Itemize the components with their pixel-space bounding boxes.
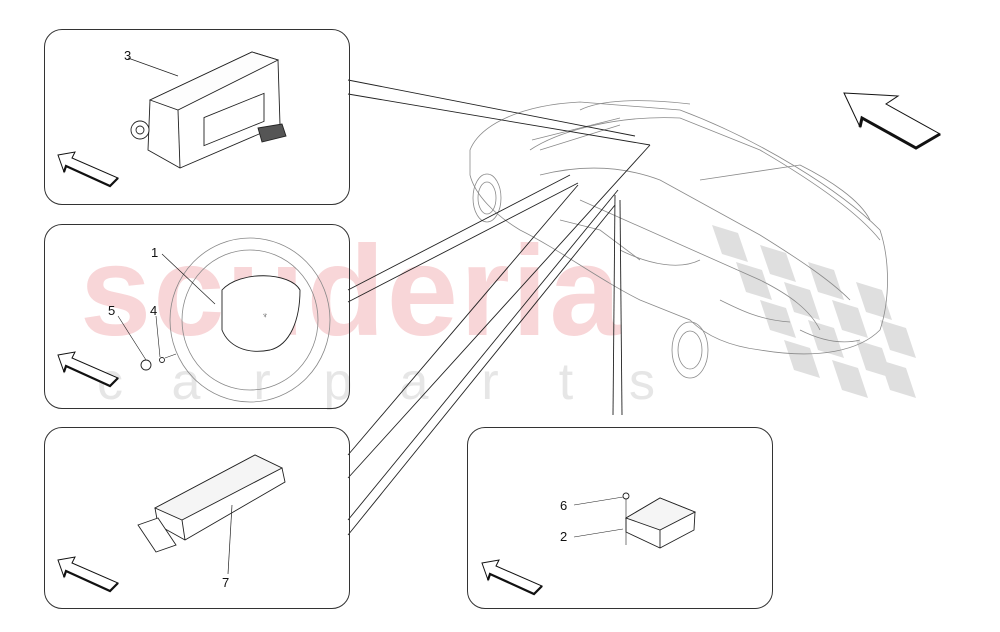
knee-airbag-drawing bbox=[137, 454, 286, 575]
callout-2[interactable]: 2 bbox=[560, 529, 568, 544]
panel-passenger-airbag[interactable] bbox=[44, 29, 350, 205]
direction-arrow-icon bbox=[843, 92, 942, 150]
airbag-control-unit-drawing bbox=[573, 492, 697, 549]
watermark-letter: a bbox=[399, 353, 429, 411]
svg-text:♆: ♆ bbox=[262, 311, 268, 320]
callout-5[interactable]: 5 bbox=[108, 303, 116, 318]
arrow-icon bbox=[57, 351, 119, 388]
watermark-brand: scuderia bbox=[80, 220, 623, 363]
callout-1[interactable]: 1 bbox=[151, 245, 159, 260]
watermark-letter: a bbox=[171, 353, 201, 411]
callout-4[interactable]: 4 bbox=[150, 303, 158, 318]
panel-airbag-control-unit[interactable] bbox=[467, 427, 773, 609]
driver-airbag-drawing: ♆ bbox=[117, 253, 301, 371]
leader-lines bbox=[347, 79, 651, 536]
steering-wheel-drawing bbox=[169, 237, 331, 403]
callout-7[interactable]: 7 bbox=[222, 575, 230, 590]
panel-steering-wheel-airbag[interactable] bbox=[44, 224, 350, 409]
watermark-letter: t bbox=[558, 353, 574, 411]
arrow-icon bbox=[481, 559, 543, 596]
car-outline bbox=[469, 100, 888, 379]
arrow-icon bbox=[57, 556, 119, 593]
watermark-letter: s bbox=[629, 353, 655, 411]
panel-knee-airbag[interactable] bbox=[44, 427, 350, 609]
watermark-letter: r bbox=[253, 353, 271, 411]
arrow-icon bbox=[57, 151, 119, 188]
passenger-airbag-drawing bbox=[127, 51, 287, 169]
checkered-flag-icon bbox=[712, 225, 916, 398]
callout-3[interactable]: 3 bbox=[124, 48, 132, 63]
callout-6[interactable]: 6 bbox=[560, 498, 568, 513]
watermark-letter: r bbox=[481, 353, 499, 411]
